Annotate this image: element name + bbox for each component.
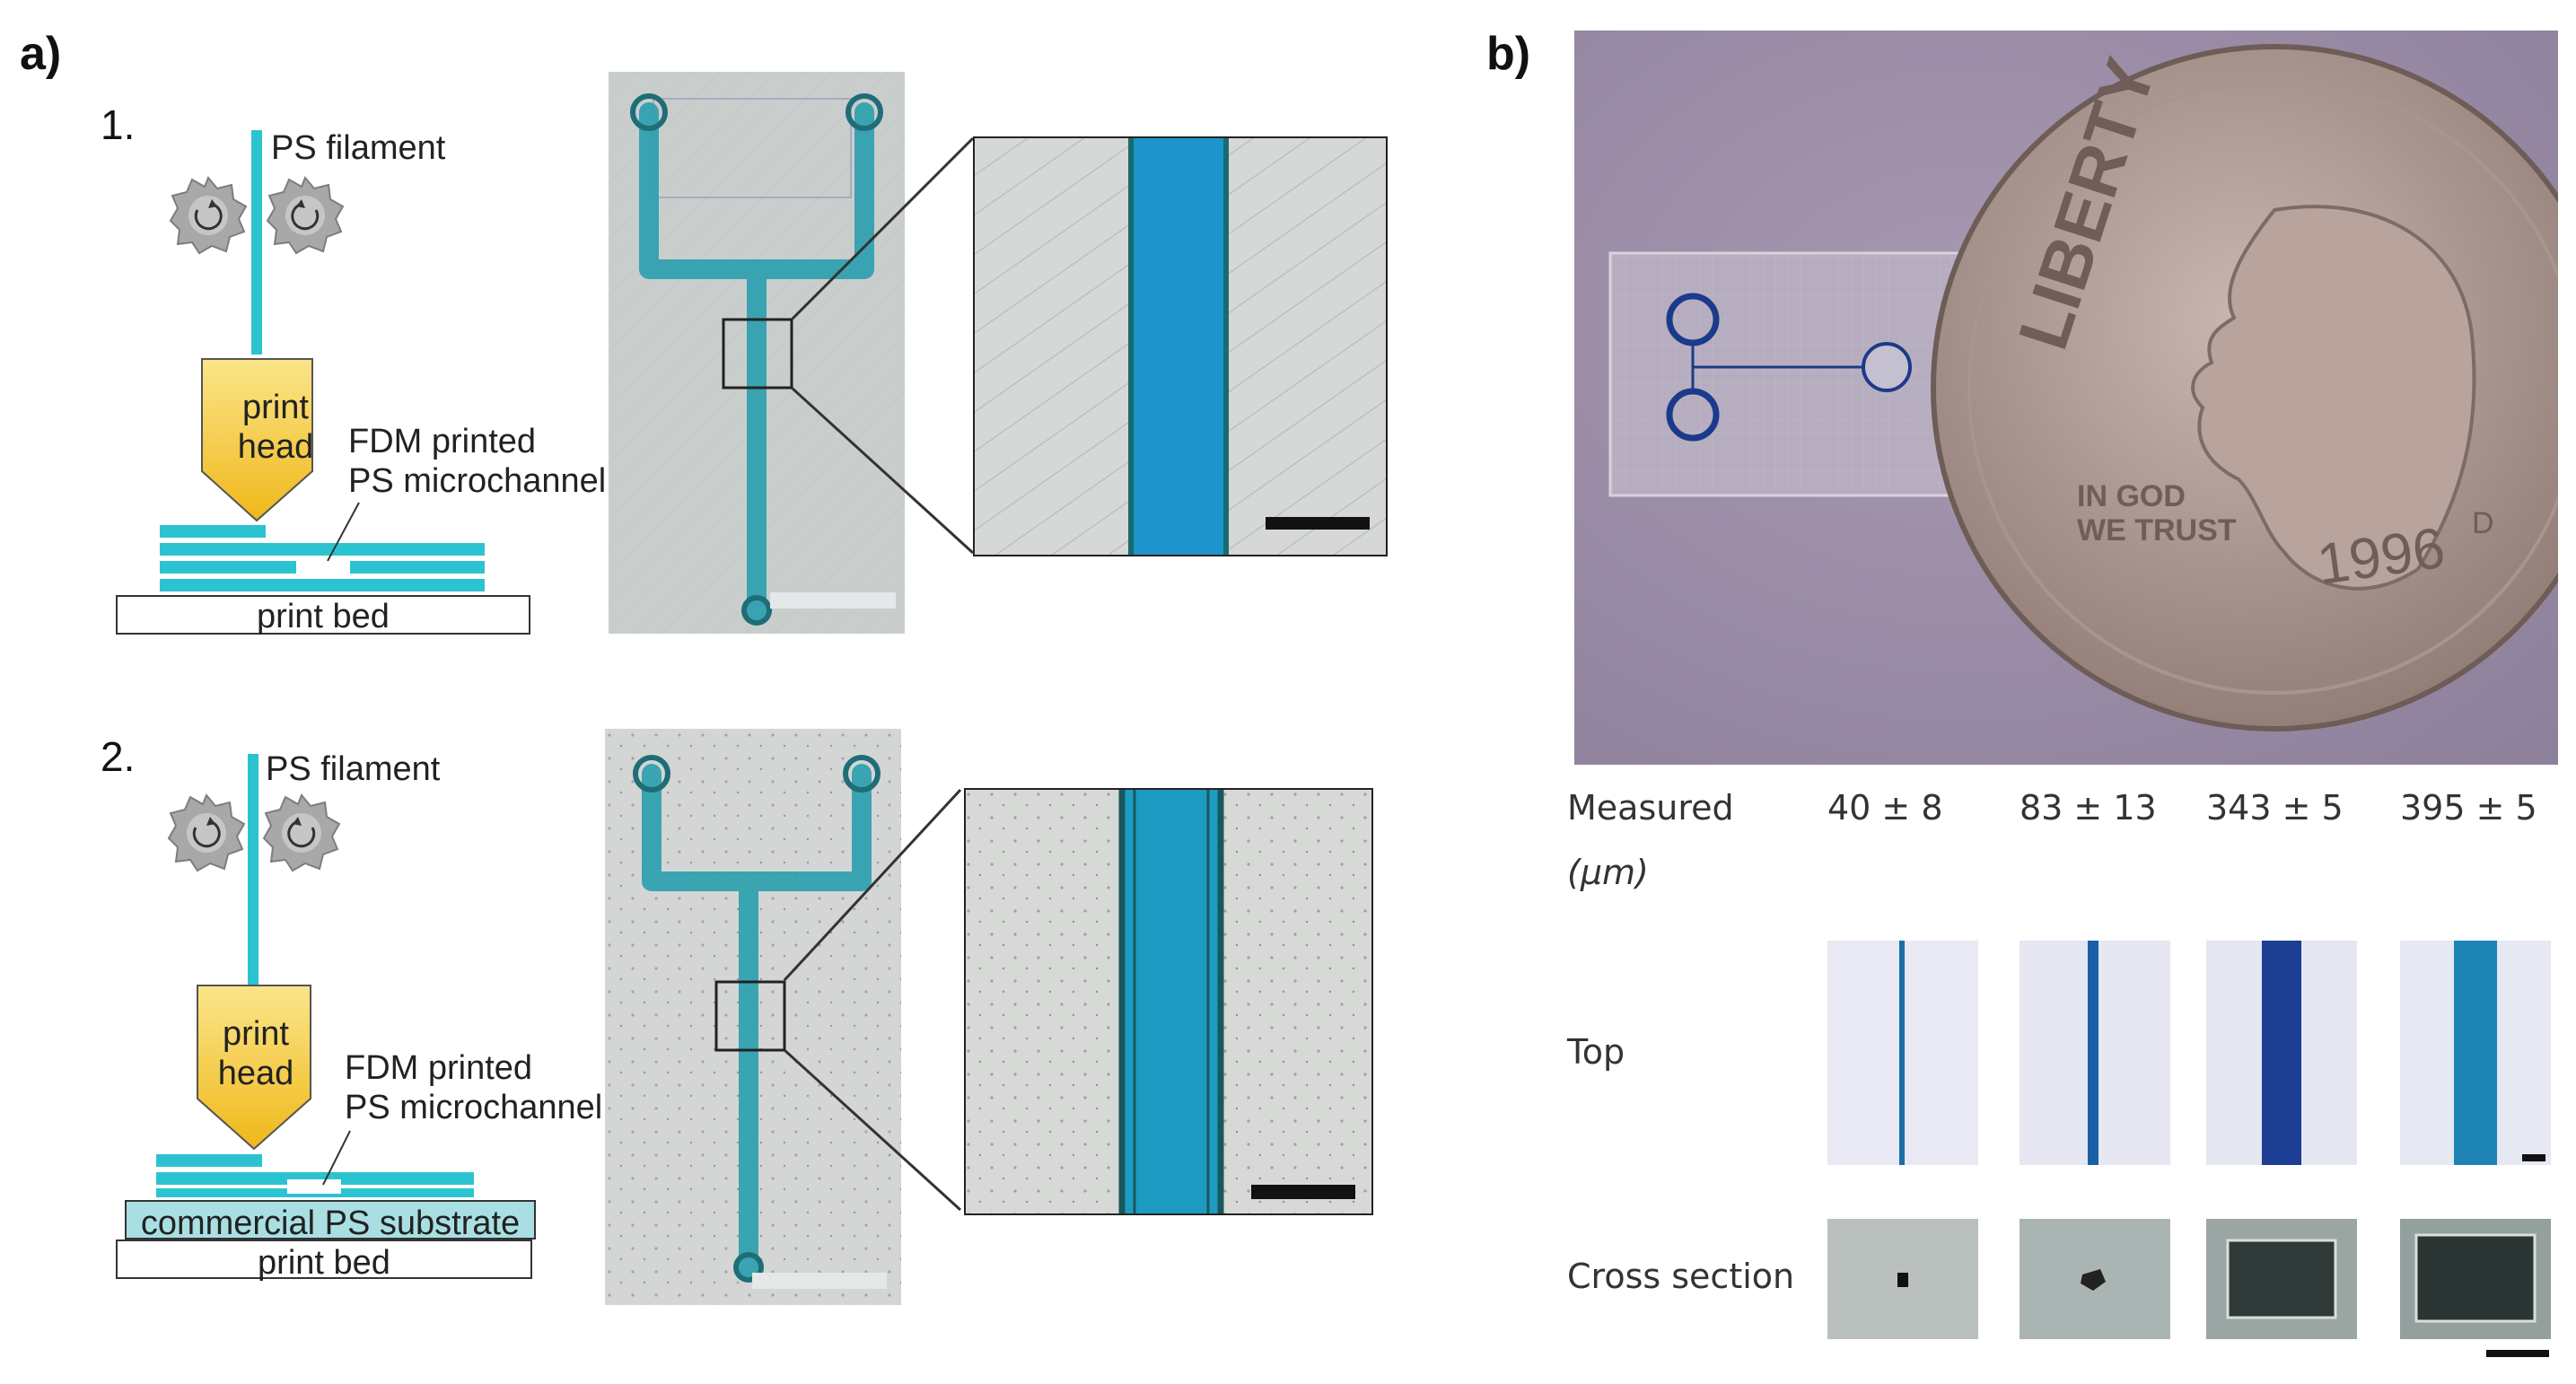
coin-motto-line2: WE TRUST xyxy=(2077,513,2237,547)
cross-section-3 xyxy=(2206,1219,2357,1339)
scale-bar xyxy=(2522,1154,2545,1161)
panel-a-label: a) xyxy=(20,28,62,80)
step-1-device-photo xyxy=(609,72,905,634)
scale-bar xyxy=(1251,1185,1355,1199)
step-2-schematic xyxy=(116,754,536,1279)
step-1-schematic xyxy=(116,130,530,635)
value-3: 343 ± 5 xyxy=(2206,788,2344,828)
step-2-substrate-label: commercial PS substrate xyxy=(140,1204,521,1242)
step-1-filament-label: PS filament xyxy=(271,129,446,167)
value-1: 40 ± 8 xyxy=(1827,788,1943,828)
step-2-channel-label: FDM printed PS microchannel xyxy=(345,1049,603,1126)
coin-mint-mark: D xyxy=(2472,506,2494,540)
coin-motto-line1: IN GOD xyxy=(2077,479,2186,513)
gear-icon-right xyxy=(262,793,341,872)
channel-pointer xyxy=(327,502,360,562)
value-4: 395 ± 5 xyxy=(2400,788,2537,828)
filament xyxy=(248,754,258,987)
top-view-2 xyxy=(2020,941,2170,1165)
gear-icon-right xyxy=(266,176,345,255)
step-2-bed-label: print bed xyxy=(258,1244,390,1282)
scale-bar xyxy=(2486,1350,2549,1357)
substrate xyxy=(125,1200,536,1239)
cross-section-row-label: Cross section xyxy=(1567,1257,1795,1296)
channel-pointer xyxy=(322,1130,351,1186)
print-bed xyxy=(116,595,530,635)
step-2-filament-label: PS filament xyxy=(266,750,441,788)
step-1-print-head-label: print head xyxy=(237,389,314,466)
top-view-3 xyxy=(2206,941,2357,1165)
unit-label: (μm) xyxy=(1567,853,1649,892)
step-1-zoom-photo xyxy=(973,136,1388,556)
cross-section-1 xyxy=(1827,1219,1978,1339)
step-2-zoom-photo xyxy=(964,788,1373,1215)
top-view-4 xyxy=(2400,941,2551,1165)
cross-section-2 xyxy=(2020,1219,2170,1339)
gear-icon-left xyxy=(169,176,248,255)
scale-bar xyxy=(1266,517,1370,530)
step-2-number: 2. xyxy=(101,733,136,780)
scale-bar xyxy=(770,592,896,609)
coin-photo: LIBERTY IN GOD WE TRUST 1996 D xyxy=(1574,31,2558,765)
gear-icon-left xyxy=(167,793,246,872)
measured-label: Measured xyxy=(1567,788,1734,828)
portrait-relief xyxy=(2191,205,2476,591)
cross-section-4 xyxy=(2400,1219,2551,1339)
print-bed xyxy=(116,1239,532,1279)
print-head xyxy=(197,985,311,1151)
step-1-bed-label: print bed xyxy=(257,598,390,635)
panel-b-label: b) xyxy=(1486,28,1531,80)
filament xyxy=(251,130,262,355)
step-2-device-photo xyxy=(605,729,901,1305)
scale-bar xyxy=(752,1273,887,1289)
value-2: 83 ± 13 xyxy=(2020,788,2157,828)
print-head xyxy=(201,358,313,522)
step-2-zoom-lines xyxy=(783,788,962,1212)
step-1-number: 1. xyxy=(101,101,136,148)
step-1-zoom-lines xyxy=(790,136,975,555)
step-1-channel-label: FDM printed PS microchannel xyxy=(348,423,607,500)
top-view-1 xyxy=(1827,941,1978,1165)
step-2-print-head-label: print head xyxy=(217,1015,294,1092)
top-row-label: Top xyxy=(1567,1032,1625,1072)
